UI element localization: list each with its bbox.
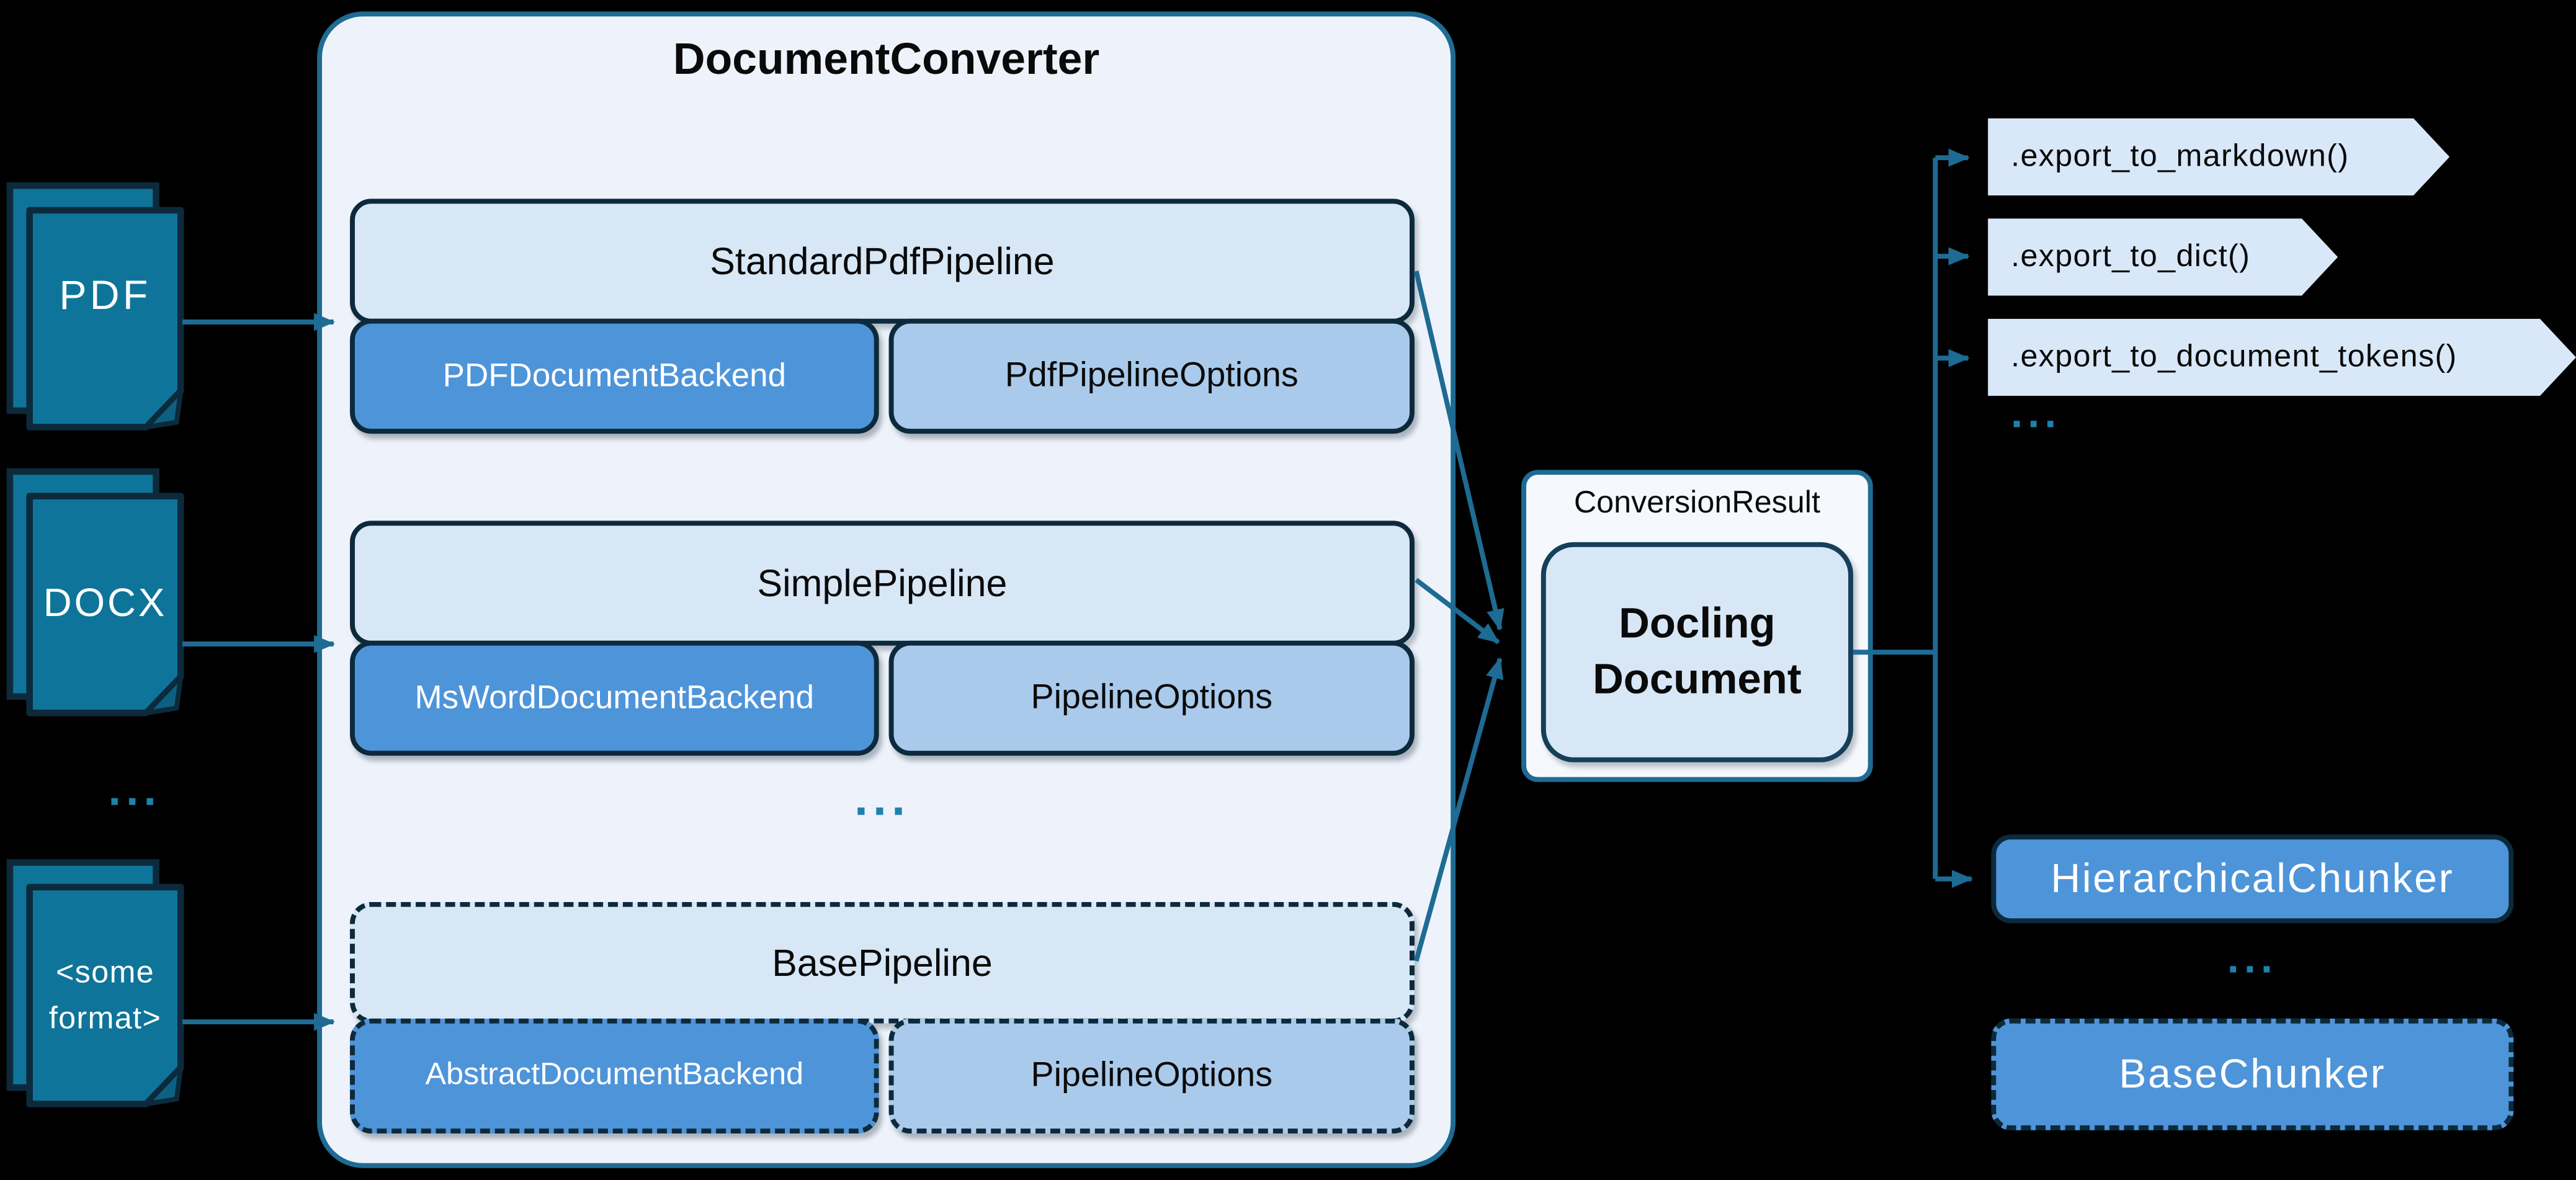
- base-pipeline-box: BasePipeline: [350, 901, 1415, 1024]
- pdf-document-backend-box: PDFDocumentBackend: [350, 318, 879, 434]
- standard-pdf-pipeline-box: StandardPdfPipeline: [350, 199, 1415, 324]
- base-pipeline-label: BasePipeline: [772, 940, 993, 983]
- abstract-document-backend-box: AbstractDocumentBackend: [350, 1018, 879, 1134]
- abstract-document-backend-label: AbstractDocumentBackend: [425, 1058, 804, 1093]
- some-format-line1: <some: [55, 957, 154, 991]
- pdf-pipeline-options-label: PdfPipelineOptions: [1004, 356, 1299, 395]
- pipeline-options-box: PipelineOptions: [888, 640, 1415, 756]
- simple-pipeline-box: SimplePipeline: [350, 521, 1415, 646]
- pdf-document-stack-icon: [6, 182, 184, 431]
- conversion-result-label: ConversionResult: [1573, 486, 1820, 521]
- docx-document-stack-icon: [6, 468, 184, 717]
- docling-document-box: Docling Document: [1541, 542, 1853, 762]
- inputs-ellipsis: ...: [108, 764, 161, 815]
- pdf-input-label: PDF: [59, 272, 151, 318]
- pdf-pipeline-options-box: PdfPipelineOptions: [888, 318, 1415, 434]
- docx-input-label: DOCX: [43, 581, 168, 626]
- base-pipeline-options-box: PipelineOptions: [888, 1018, 1415, 1134]
- some-format-input-label: <some format>: [23, 936, 187, 1058]
- hierarchical-chunker-label: HierarchicalChunker: [2051, 855, 2454, 901]
- base-chunker-label: BaseChunker: [2119, 1050, 2386, 1097]
- some-format-line2: format>: [48, 1002, 162, 1037]
- exports-ellipsis: ...: [2011, 387, 2062, 437]
- msword-document-backend-box: MsWordDocumentBackend: [350, 640, 879, 756]
- some-format-document-stack-icon: [6, 859, 184, 1107]
- base-chunker-box: BaseChunker: [1991, 1018, 2514, 1130]
- converter-ellipsis: ...: [854, 772, 910, 826]
- standard-pdf-pipeline-label: StandardPdfPipeline: [710, 239, 1055, 282]
- document-converter-title: DocumentConverter: [673, 34, 1100, 83]
- export-to-document-tokens-label: .export_to_document_tokens(): [2011, 339, 2457, 374]
- pipeline-options-label: PipelineOptions: [1031, 678, 1273, 717]
- export-to-markdown-tag: .export_to_markdown(): [1988, 118, 2449, 195]
- simple-pipeline-label: SimplePipeline: [757, 561, 1008, 604]
- msword-document-backend-label: MsWordDocumentBackend: [414, 679, 815, 716]
- export-to-document-tokens-tag: .export_to_document_tokens(): [1988, 319, 2576, 396]
- export-to-dict-label: .export_to_dict(): [2011, 239, 2251, 274]
- pdf-document-backend-label: PDFDocumentBackend: [442, 357, 787, 394]
- chunkers-ellipsis: ...: [2227, 933, 2278, 983]
- export-to-dict-tag: .export_to_dict(): [1988, 218, 2338, 295]
- hierarchical-chunker-box: HierarchicalChunker: [1991, 834, 2514, 924]
- export-to-markdown-label: .export_to_markdown(): [2011, 138, 2350, 174]
- base-pipeline-options-label: PipelineOptions: [1031, 1056, 1273, 1094]
